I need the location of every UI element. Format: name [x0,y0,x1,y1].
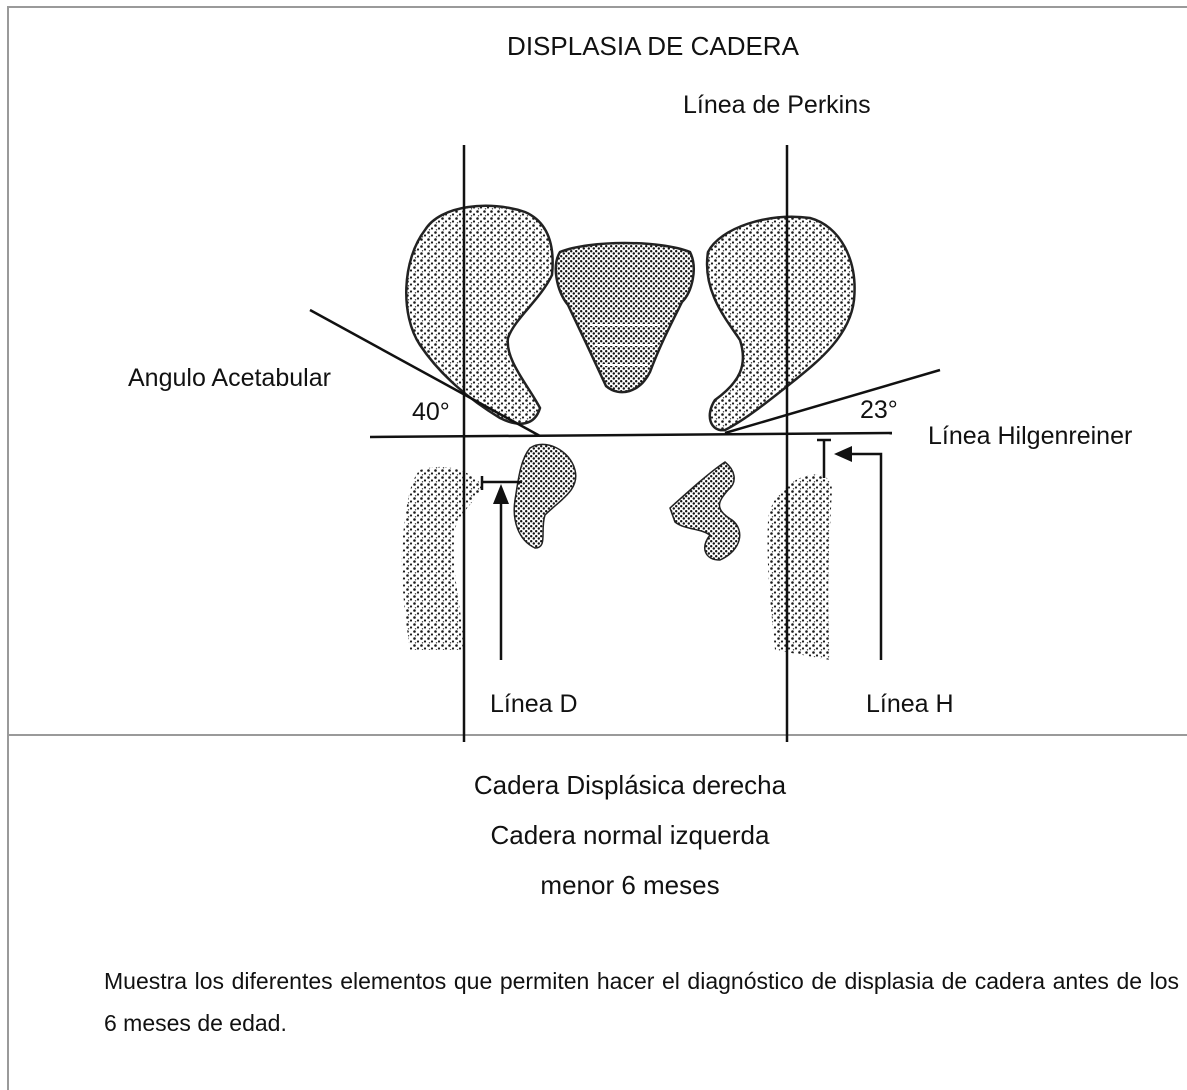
subtitle-line-3: menor 6 meses [540,870,719,900]
subtitle-line-1: Cadera Displásica derecha [474,770,787,800]
hilgenreiner-line [370,433,892,437]
right-femur [402,467,482,650]
hilgenreiner-label: Línea Hilgenreiner [928,422,1132,450]
diagram-title: DISPLASIA DE CADERA [507,31,800,61]
line-h-arrow-head [834,446,852,462]
subtitle-line-2: Cadera normal izquerda [491,820,770,850]
left-femur [767,474,832,660]
line-h-label: Línea H [866,690,954,718]
acetabular-angle-label: Angulo Acetabular [128,364,331,392]
right-ischium-pubis [514,444,576,548]
right-ilium [406,206,552,424]
line-d-label: Línea D [490,690,578,718]
figure-caption: Muestra los diferentes elementos que per… [104,960,1179,1044]
left-ilium [707,217,855,430]
perkins-label: Línea de Perkins [683,91,871,119]
sacrum [556,243,694,392]
angle-right-label: 40° [412,398,450,426]
line-d-arrow-head [493,484,509,504]
angle-left-label: 23° [860,396,898,424]
left-ischium-pubis [670,462,740,560]
line-h-arrow-shaft [846,454,881,660]
